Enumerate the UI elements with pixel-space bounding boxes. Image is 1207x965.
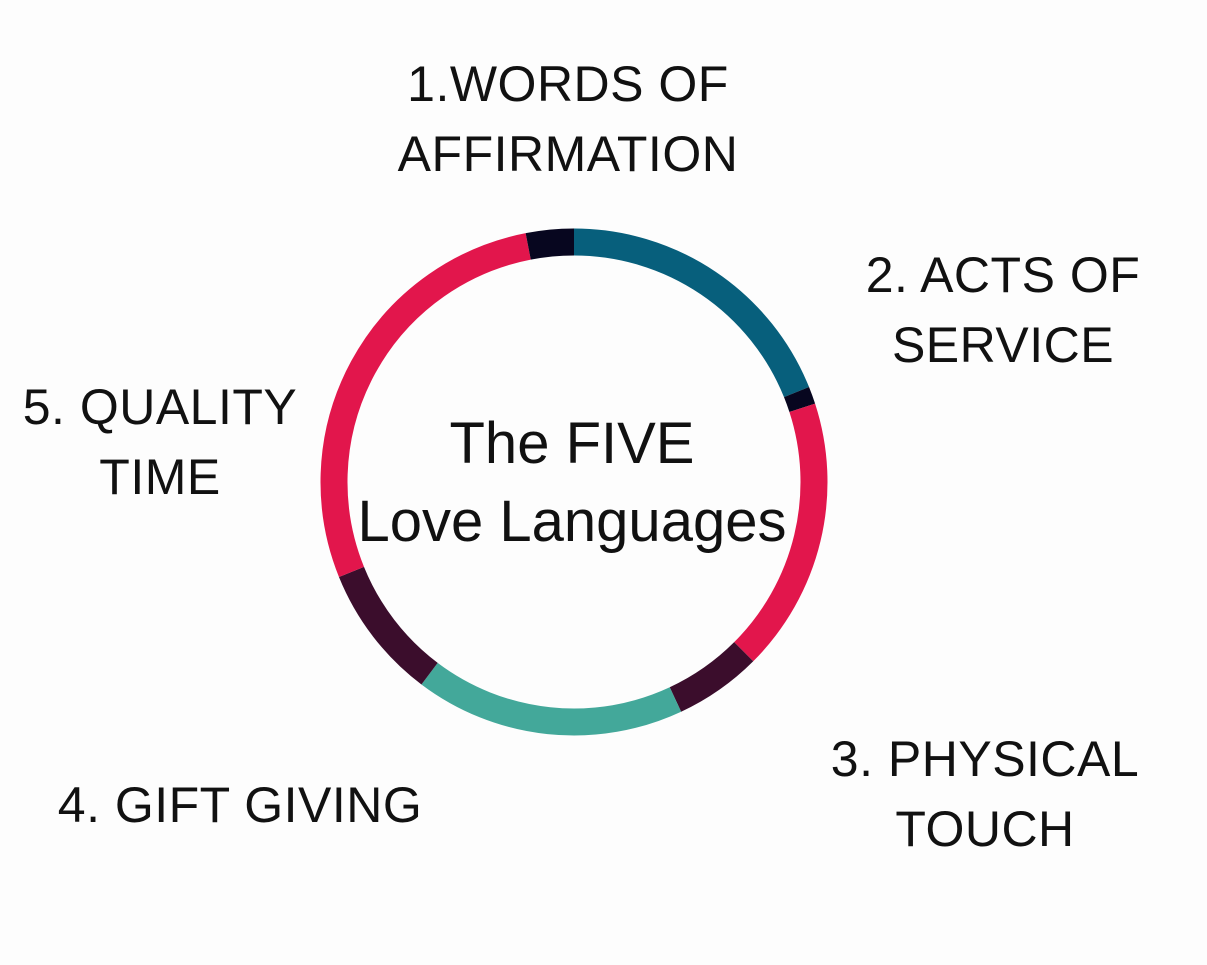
- label-time-line-1: 5. QUALITY: [22, 379, 298, 435]
- label-touch-line-2: TOUCH: [895, 801, 1075, 857]
- label-words-line-1: 1.WORDS OF: [407, 56, 729, 112]
- label-touch-line-1: 3. PHYSICAL: [830, 731, 1140, 787]
- center-title: The FIVE Love Languages: [358, 405, 787, 561]
- center-title-line-2: Love Languages: [357, 489, 787, 554]
- ring-segment-2: [783, 387, 816, 413]
- ring-segment-4: [669, 641, 754, 712]
- ring-segment-5: [421, 662, 682, 736]
- ring-segment-6: [338, 566, 438, 685]
- label-acts-line-2: SERVICE: [891, 317, 1115, 373]
- label-acts-line-1: 2. ACTS OF: [865, 247, 1141, 303]
- label-gift-giving: 4. GIFT GIVING: [58, 770, 422, 840]
- ring-segment-7: [320, 233, 531, 577]
- label-quality-time: 5. QUALITY TIME: [23, 372, 298, 512]
- label-acts-of-service: 2. ACTS OF SERVICE: [866, 240, 1141, 380]
- ring-segment-8: [525, 228, 575, 260]
- label-time-line-2: TIME: [99, 449, 221, 505]
- label-words-of-affirmation: 1.WORDS OF AFFIRMATION: [398, 49, 739, 189]
- center-title-line-1: The FIVE: [449, 411, 695, 476]
- ring-segment-1: [573, 228, 810, 398]
- label-words-line-2: AFFIRMATION: [397, 126, 739, 182]
- label-physical-touch: 3. PHYSICAL TOUCH: [831, 724, 1139, 864]
- ring-segment-3: [734, 403, 828, 662]
- label-gift-line-1: 4. GIFT GIVING: [57, 777, 423, 833]
